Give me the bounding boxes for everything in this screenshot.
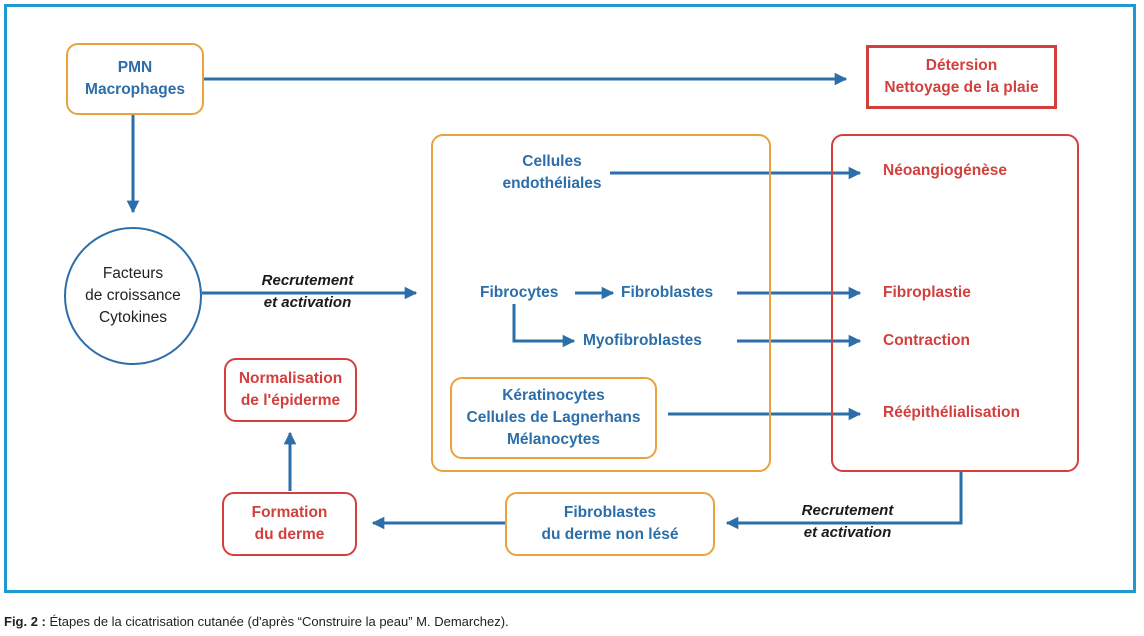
node-text: Détersion	[925, 57, 998, 74]
node-neoangiogenese: Néoangiogénèse	[883, 162, 1008, 179]
node-contraction: Contraction	[883, 332, 970, 349]
node-text: Normalisation	[238, 370, 343, 387]
node-text: du derme	[254, 526, 325, 543]
group-cells	[431, 134, 771, 472]
node-facteurs-croissance: Facteurs de croissance Cytokines	[64, 227, 202, 365]
node-text: du derme non lésé	[541, 526, 679, 543]
group-outcomes	[831, 134, 1079, 472]
node-myofibroblastes: Myofibroblastes	[583, 332, 702, 349]
node-text: Formation	[251, 504, 328, 521]
edge-label-text: et activation	[803, 524, 892, 541]
node-fibroplastie: Fibroplastie	[883, 284, 971, 301]
node-text: Cellules de Lagnerhans	[466, 409, 641, 426]
node-fibroblastes-derme: Fibroblastes du derme non lésé	[505, 492, 715, 556]
node-text: de l'épiderme	[240, 392, 341, 409]
edge-label-text: Recrutement	[801, 502, 894, 519]
node-fibrocytes: Fibrocytes	[480, 284, 559, 301]
node-fibroblastes: Fibroblastes	[621, 284, 714, 301]
node-text: Macrophages	[85, 81, 185, 98]
node-keratinocytes: Kératinocytes Cellules de Lagnerhans Mél…	[450, 377, 657, 459]
node-text: endothéliales	[502, 175, 602, 192]
node-formation-derme: Formation du derme	[222, 492, 357, 556]
figure-caption: Fig. 2 : Étapes de la cicatrisation cuta…	[4, 614, 509, 629]
edge-label-recrutement-2: Recrutement et activation	[790, 500, 905, 544]
node-text: de croissance	[85, 287, 181, 304]
edge-label-recrutement-1: Recrutement et activation	[250, 270, 365, 314]
caption-prefix: Fig. 2 :	[4, 614, 46, 629]
node-text: Kératinocytes	[502, 387, 605, 404]
node-text: Mélanocytes	[506, 431, 601, 448]
edge-label-text: Recrutement	[261, 272, 354, 289]
node-pmn-macrophages: PMN Macrophages	[66, 43, 204, 115]
caption-text: Étapes de la cicatrisation cutanée (d'ap…	[45, 614, 509, 629]
edge-label-text: et activation	[263, 294, 352, 311]
node-text: Nettoyage de la plaie	[884, 79, 1039, 96]
node-detersion: Détersion Nettoyage de la plaie	[866, 45, 1057, 109]
node-cellules-endotheliales: Cellules endothéliales	[482, 151, 622, 195]
arrow-fibrocytes-to-myofibroblastes	[512, 304, 576, 348]
node-reepithelialisation: Réépithélialisation	[883, 404, 1020, 421]
node-text: Cytokines	[98, 309, 168, 326]
arrow-red-to-fibroderme	[725, 472, 963, 530]
node-text: Cellules	[522, 153, 582, 170]
node-text: Fibroblastes	[563, 504, 657, 521]
node-normalisation-epiderme: Normalisation de l'épiderme	[224, 358, 357, 422]
figure-frame	[4, 4, 1136, 593]
node-text: PMN	[117, 59, 153, 76]
node-text: Facteurs	[102, 265, 164, 282]
